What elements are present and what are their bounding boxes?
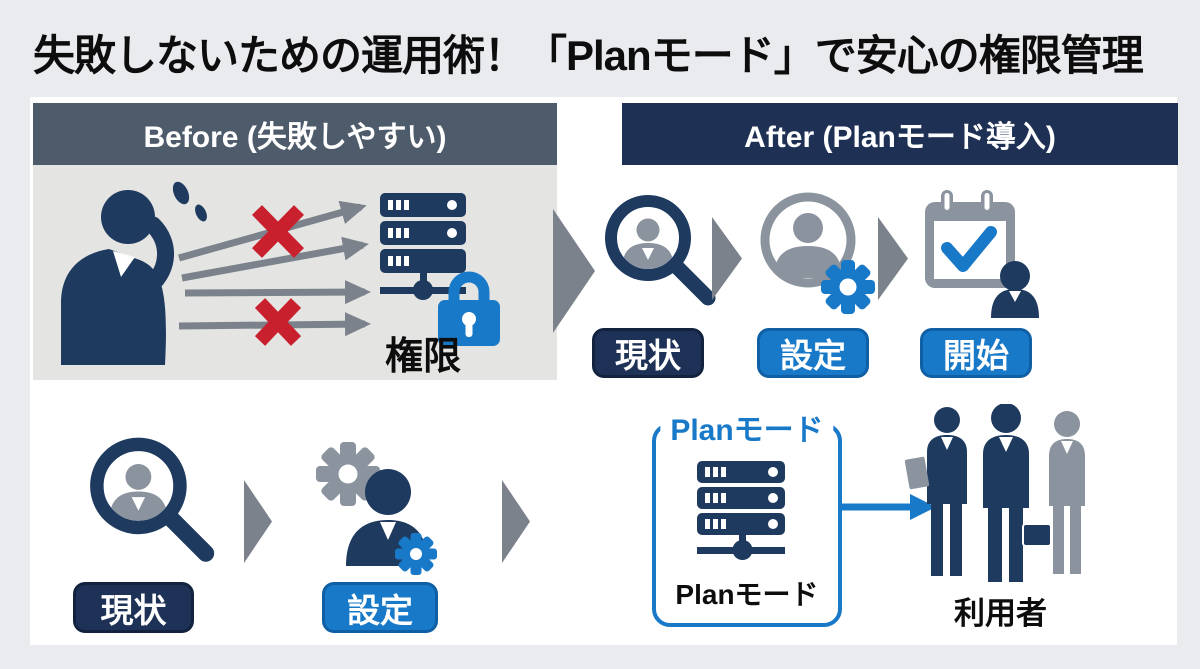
after-header: After (Planモード導入)	[622, 103, 1178, 165]
magnifier-user-icon	[605, 195, 716, 306]
step-badge-start: 開始	[920, 328, 1032, 378]
server-icon	[697, 461, 785, 560]
users-label: 利用者	[954, 596, 1047, 631]
before-header: Before (失敗しやすい)	[33, 103, 557, 165]
businessman-phone-icon	[61, 181, 207, 365]
before-panel: 権限	[33, 165, 557, 380]
plan-mode-caption: Planモード	[675, 579, 819, 610]
user-gear-icon	[760, 192, 875, 314]
red-x-icon	[251, 205, 305, 346]
chevron-right-icon	[502, 480, 530, 563]
magnifier-user-icon	[90, 437, 215, 562]
gears-user-icon	[316, 442, 437, 575]
users-group-icon	[904, 404, 1085, 582]
plan-mode-box: Planモード Planモード	[652, 405, 842, 627]
chevron-right-icon	[878, 217, 908, 300]
step-badge-current: 現状	[592, 328, 704, 378]
blue-arrow-icon	[840, 494, 936, 520]
chevron-right-icon	[553, 209, 595, 333]
step-badge-current: 現状	[73, 582, 194, 633]
before-scene	[61, 181, 500, 365]
page-title: 失敗しないための運用術！「Planモード」で安心の権限管理	[33, 32, 1144, 79]
lock-icon	[438, 271, 500, 346]
step-badge-setup: 設定	[322, 582, 438, 633]
permission-label: 権限	[384, 336, 461, 378]
server-icon	[380, 193, 466, 300]
chevron-right-icon	[244, 480, 272, 563]
plan-mode-tag: Planモード	[660, 405, 834, 449]
chevron-right-icon	[712, 217, 742, 300]
calendar-check-icon	[925, 190, 1039, 318]
step-badge-setup: 設定	[757, 328, 869, 378]
